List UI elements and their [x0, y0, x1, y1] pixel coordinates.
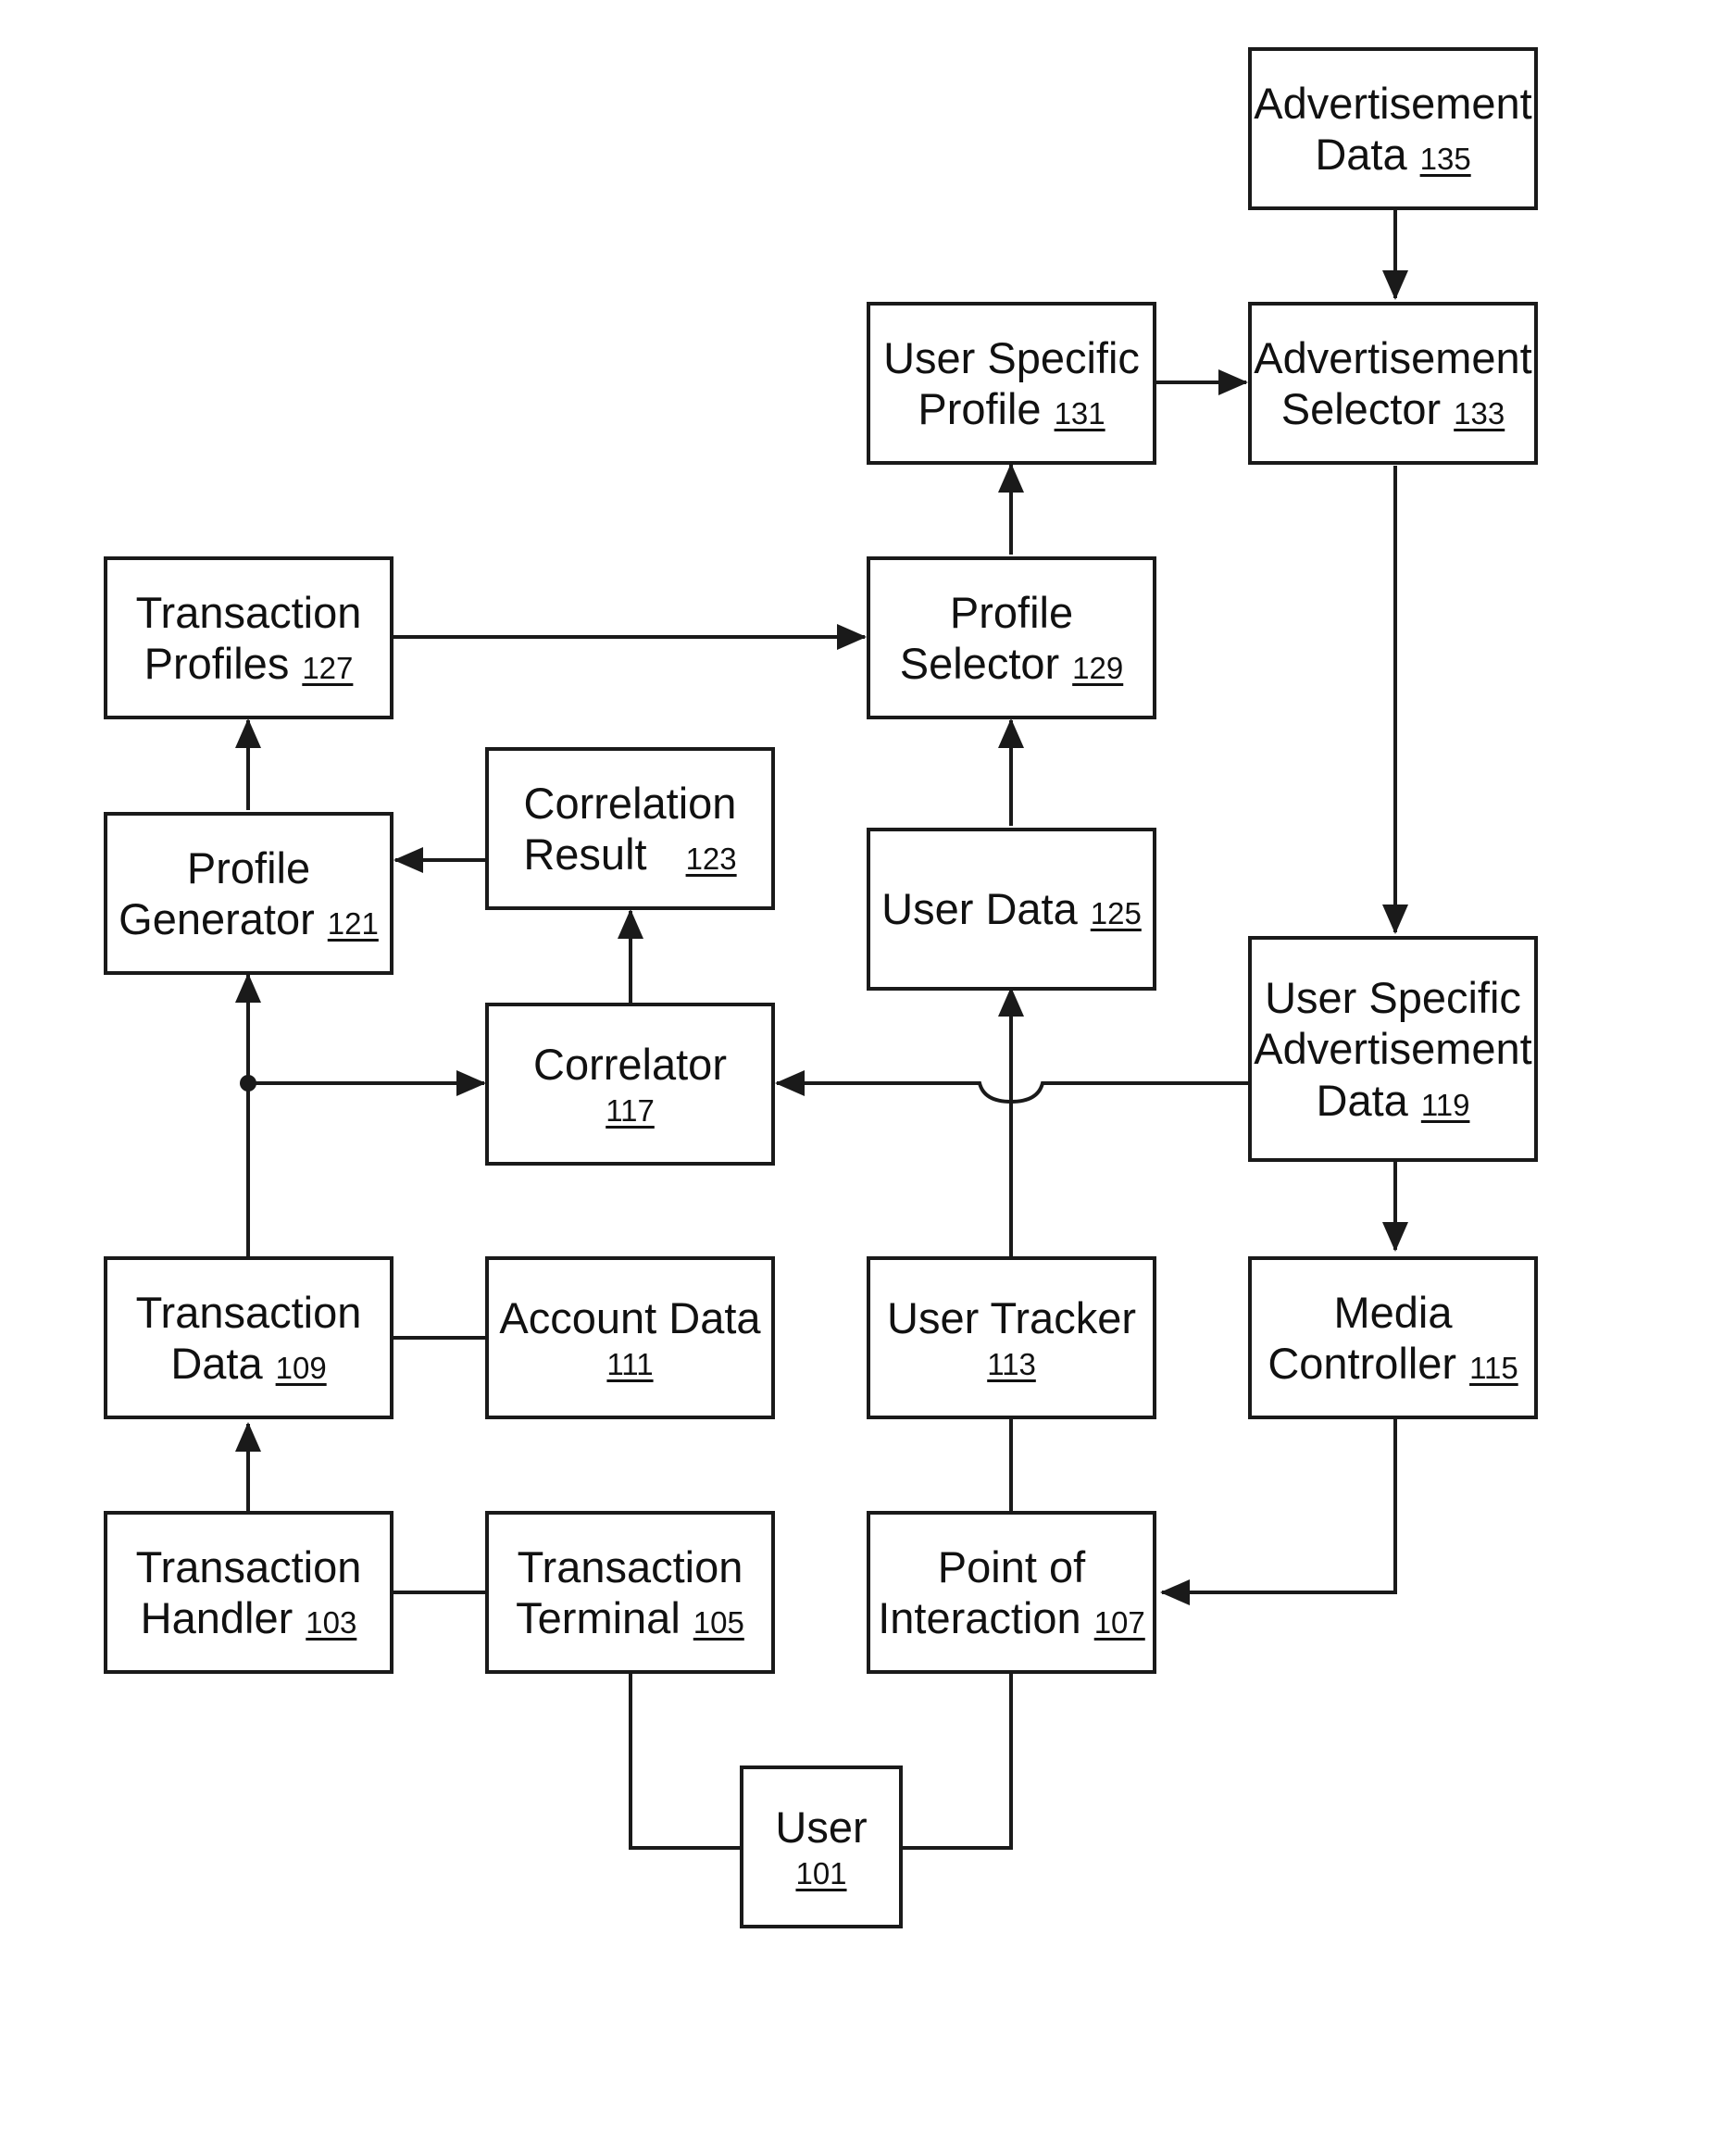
arrow-mediacontroller-to-poi: [1162, 1419, 1395, 1592]
box-label: Profiles127: [144, 638, 354, 689]
ref-number: 101: [795, 1856, 846, 1892]
user-tracker-box: User Tracker 113: [867, 1256, 1156, 1419]
user-box: User 101: [740, 1765, 903, 1928]
profile-selector-box: Profile Selector129: [867, 556, 1156, 719]
box-label: User Data125: [881, 883, 1142, 934]
user-specific-profile-box: User Specific Profile131: [867, 302, 1156, 465]
box-label: Data135: [1315, 129, 1470, 180]
advertisement-data-box: Advertisement Data135: [1248, 47, 1538, 210]
box-label: Media: [1333, 1287, 1452, 1338]
correlator-box: Correlator 117: [485, 1003, 775, 1166]
box-label: Result123: [523, 829, 736, 880]
box-label: User Specific: [1265, 972, 1521, 1023]
ref-number: 107: [1094, 1605, 1145, 1640]
ref-number: 105: [693, 1605, 744, 1640]
transaction-terminal-box: Transaction Terminal105: [485, 1511, 775, 1674]
box-label: Advertisement: [1254, 1023, 1531, 1074]
box-label: Selector129: [900, 638, 1123, 689]
ref-number: 133: [1454, 396, 1505, 430]
ref-number: 121: [328, 906, 379, 941]
box-label: Transaction: [136, 587, 362, 638]
ref-number: 115: [1469, 1351, 1518, 1385]
ref-number: 135: [1420, 142, 1471, 176]
box-label: Selector133: [1281, 383, 1505, 434]
ref-number: 111: [606, 1347, 653, 1383]
box-label: Interaction107: [878, 1592, 1145, 1643]
user-data-box: User Data125: [867, 828, 1156, 991]
ref-number: 109: [276, 1351, 327, 1385]
box-label: Transaction: [136, 1287, 362, 1338]
link-txterminal-user: [631, 1674, 742, 1848]
box-label: Profile: [950, 587, 1073, 638]
box-label: Account Data: [499, 1292, 760, 1343]
box-label: User Tracker: [887, 1292, 1136, 1343]
box-label: Transaction: [518, 1541, 743, 1592]
ref-number: 131: [1055, 396, 1105, 430]
box-label: Correlation: [524, 778, 737, 829]
advertisement-selector-box: Advertisement Selector133: [1248, 302, 1538, 465]
media-controller-box: Media Controller115: [1248, 1256, 1538, 1419]
box-label: Advertisement: [1254, 332, 1531, 383]
box-label: Terminal105: [516, 1592, 744, 1643]
ref-number: 127: [302, 651, 353, 685]
ref-number: 119: [1421, 1088, 1470, 1122]
transaction-data-box: Transaction Data109: [104, 1256, 393, 1419]
correlation-result-box: Correlation Result123: [485, 747, 775, 910]
point-of-interaction-box: Point of Interaction107: [867, 1511, 1156, 1674]
ref-number: 125: [1091, 896, 1142, 930]
box-label: Profile: [187, 842, 310, 893]
transaction-profiles-box: Transaction Profiles127: [104, 556, 393, 719]
ref-number: 103: [306, 1605, 356, 1640]
box-label: Point of: [938, 1541, 1085, 1592]
box-label: Data119: [1317, 1075, 1470, 1126]
box-label: User Specific: [883, 332, 1140, 383]
ref-number: 123: [686, 842, 737, 876]
junction-dot: [240, 1075, 256, 1092]
ref-number: 113: [987, 1347, 1036, 1383]
box-label: Generator121: [119, 893, 379, 944]
box-label: Correlator: [533, 1039, 727, 1090]
ref-number: 117: [606, 1093, 655, 1129]
link-poi-user: [903, 1674, 1011, 1848]
box-label: Advertisement: [1254, 78, 1531, 129]
profile-generator-box: Profile Generator121: [104, 812, 393, 975]
user-specific-advertisement-data-box: User Specific Advertisement Data119: [1248, 936, 1538, 1162]
box-label: Profile131: [918, 383, 1105, 434]
box-label: Transaction: [136, 1541, 362, 1592]
box-label: Handler103: [141, 1592, 357, 1643]
ref-number: 129: [1072, 651, 1123, 685]
box-label: Controller115: [1268, 1338, 1517, 1389]
transaction-handler-box: Transaction Handler103: [104, 1511, 393, 1674]
account-data-box: Account Data 111: [485, 1256, 775, 1419]
box-label: User: [775, 1802, 867, 1853]
box-label: Data109: [170, 1338, 326, 1389]
